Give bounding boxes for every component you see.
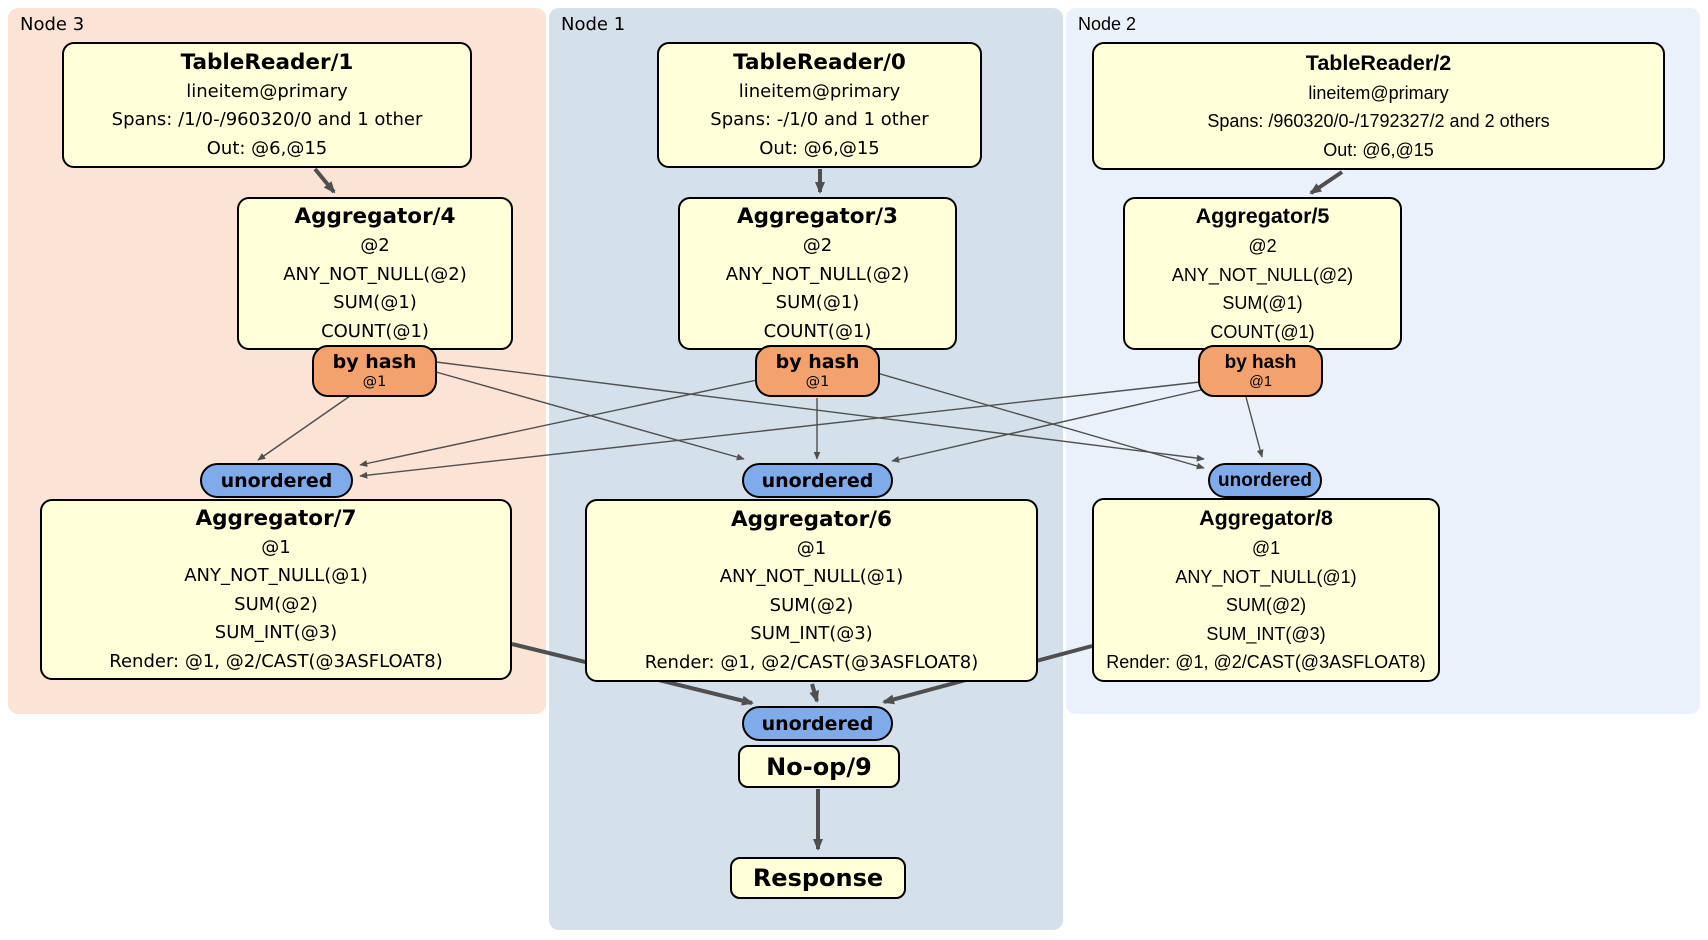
processor-detail: Out: @6,@15 [206, 137, 328, 159]
hash-router-columns: @1 [1249, 373, 1272, 390]
processor-detail: @1 [1251, 538, 1281, 559]
processor-detail: Out: @6,@15 [759, 137, 880, 159]
edge-router5-stream2 [1245, 396, 1264, 458]
aggregator-8-box: Aggregator/8 @1 ANY_NOT_NULL(@1) SUM(@2)… [1092, 498, 1440, 682]
edge-router4-stream2 [435, 361, 1205, 462]
tablereader-0-box: TableReader/0 lineitem@primary Spans: -/… [657, 42, 982, 168]
stream-label: unordered [1218, 469, 1312, 491]
processor-title: Aggregator/7 [195, 505, 357, 531]
edge-tablereader2-aggregator5 [1309, 170, 1344, 195]
stream-label: unordered [220, 469, 333, 492]
aggregator-6-box: Aggregator/6 @1 ANY_NOT_NULL(@1) SUM(@2)… [585, 499, 1038, 682]
processor-detail: COUNT(@1) [1210, 321, 1315, 342]
stream-unordered-node1: unordered [742, 463, 893, 498]
stream-label: unordered [761, 712, 874, 735]
node-group-2-label: Node 2 [1078, 14, 1137, 34]
processor-detail: SUM(@2) [1225, 595, 1307, 616]
processor-detail: SUM_INT(@3) [214, 622, 338, 644]
processor-detail: SUM(@1) [775, 292, 860, 314]
processor-detail: Spans: -/1/0 and 1 other [710, 109, 929, 131]
processor-title: TableReader/0 [733, 49, 906, 75]
stream-unordered-node3: unordered [200, 463, 353, 498]
hash-router-columns: @1 [362, 373, 387, 390]
processor-title: Aggregator/4 [294, 204, 456, 230]
processor-detail: Spans: /1/0-/960320/0 and 1 other [111, 109, 423, 131]
processor-detail: SUM(@2) [769, 594, 854, 616]
processor-detail: @2 [802, 235, 833, 257]
hash-router-node1: by hash @1 [755, 345, 880, 397]
processor-detail: @2 [360, 235, 390, 257]
processor-detail: SUM(@2) [234, 593, 318, 615]
hash-router-columns: @1 [805, 373, 830, 390]
processor-detail: @2 [1248, 236, 1277, 257]
edge-router4-stream3 [257, 395, 351, 461]
processor-detail: lineitem@primary [186, 80, 348, 102]
node-group-1-label: Node 1 [561, 14, 626, 35]
processor-title: TableReader/2 [1305, 50, 1452, 75]
processor-title: Aggregator/3 [737, 204, 898, 230]
processor-title: No-op/9 [766, 752, 872, 781]
processor-detail: SUM(@1) [333, 292, 417, 314]
node-group-3-label: Node 3 [20, 14, 85, 35]
processor-detail: @1 [796, 537, 827, 559]
processor-detail: ANY_NOT_NULL(@1) [1175, 566, 1357, 587]
processor-title: TableReader/1 [180, 49, 354, 75]
processor-title: Aggregator/8 [1199, 506, 1333, 531]
aggregator-5-box: Aggregator/5 @2 ANY_NOT_NULL(@2) SUM(@1)… [1123, 197, 1402, 350]
processor-detail: COUNT(@1) [763, 320, 872, 342]
edge-router3-stream2 [876, 372, 1205, 470]
noop-box: No-op/9 [738, 745, 900, 788]
hash-router-node2: by hash @1 [1198, 345, 1323, 397]
processor-detail: Out: @6,@15 [1323, 139, 1434, 160]
processor-detail: Render: @1, @2/CAST(@3ASFLOAT8) [1106, 652, 1426, 673]
stream-label: unordered [761, 469, 874, 492]
processor-detail: ANY_NOT_NULL(@1) [719, 566, 904, 588]
hash-router-label: by hash [1224, 351, 1297, 373]
tablereader-2-box: TableReader/2 lineitem@primary Spans: /9… [1092, 42, 1665, 170]
processor-detail: SUM(@1) [1222, 293, 1303, 314]
edge-router3-stream3 [359, 379, 758, 467]
processor-detail: lineitem@primary [738, 80, 901, 102]
edge-aggregator6-sink [809, 683, 819, 703]
processor-detail: COUNT(@1) [321, 320, 429, 342]
processor-title: Aggregator/5 [1195, 204, 1330, 229]
processor-detail: SUM_INT(@3) [750, 623, 873, 645]
processor-detail: Spans: /960320/0-/1792327/2 and 2 others [1207, 111, 1550, 132]
processor-detail: Render: @1, @2/CAST(@3ASFLOAT8) [109, 650, 443, 672]
edge-router5-stream1 [891, 389, 1202, 463]
processor-detail: lineitem@primary [1308, 82, 1449, 103]
processor-detail: ANY_NOT_NULL(@1) [184, 565, 368, 587]
stream-unordered-node2: unordered [1208, 463, 1322, 498]
edge-tablereader1-aggregator4 [313, 167, 336, 194]
processor-detail: Render: @1, @2/CAST(@3ASFLOAT8) [644, 651, 979, 673]
processor-detail: ANY_NOT_NULL(@2) [283, 263, 467, 285]
edge-router5-stream3 [359, 381, 1201, 479]
processor-detail: SUM_INT(@3) [1206, 623, 1326, 644]
hash-router-label: by hash [332, 350, 417, 373]
response-box: Response [730, 857, 906, 899]
processor-detail: @1 [261, 537, 291, 558]
processor-title: Aggregator/6 [731, 506, 892, 532]
aggregator-7-box: Aggregator/7 @1 ANY_NOT_NULL(@1) SUM(@2)… [40, 499, 512, 680]
tablereader-1-box: TableReader/1 lineitem@primary Spans: /1… [62, 42, 472, 168]
processor-detail: ANY_NOT_NULL(@2) [1171, 264, 1354, 285]
processor-title: Response [752, 864, 884, 892]
hash-router-node3: by hash @1 [312, 345, 437, 397]
processor-detail: ANY_NOT_NULL(@2) [725, 263, 910, 285]
hash-router-label: by hash [775, 350, 860, 373]
aggregator-3-box: Aggregator/3 @2 ANY_NOT_NULL(@2) SUM(@1)… [678, 197, 957, 350]
stream-unordered-sink: unordered [742, 706, 893, 741]
aggregator-4-box: Aggregator/4 @2 ANY_NOT_NULL(@2) SUM(@1)… [237, 197, 513, 350]
